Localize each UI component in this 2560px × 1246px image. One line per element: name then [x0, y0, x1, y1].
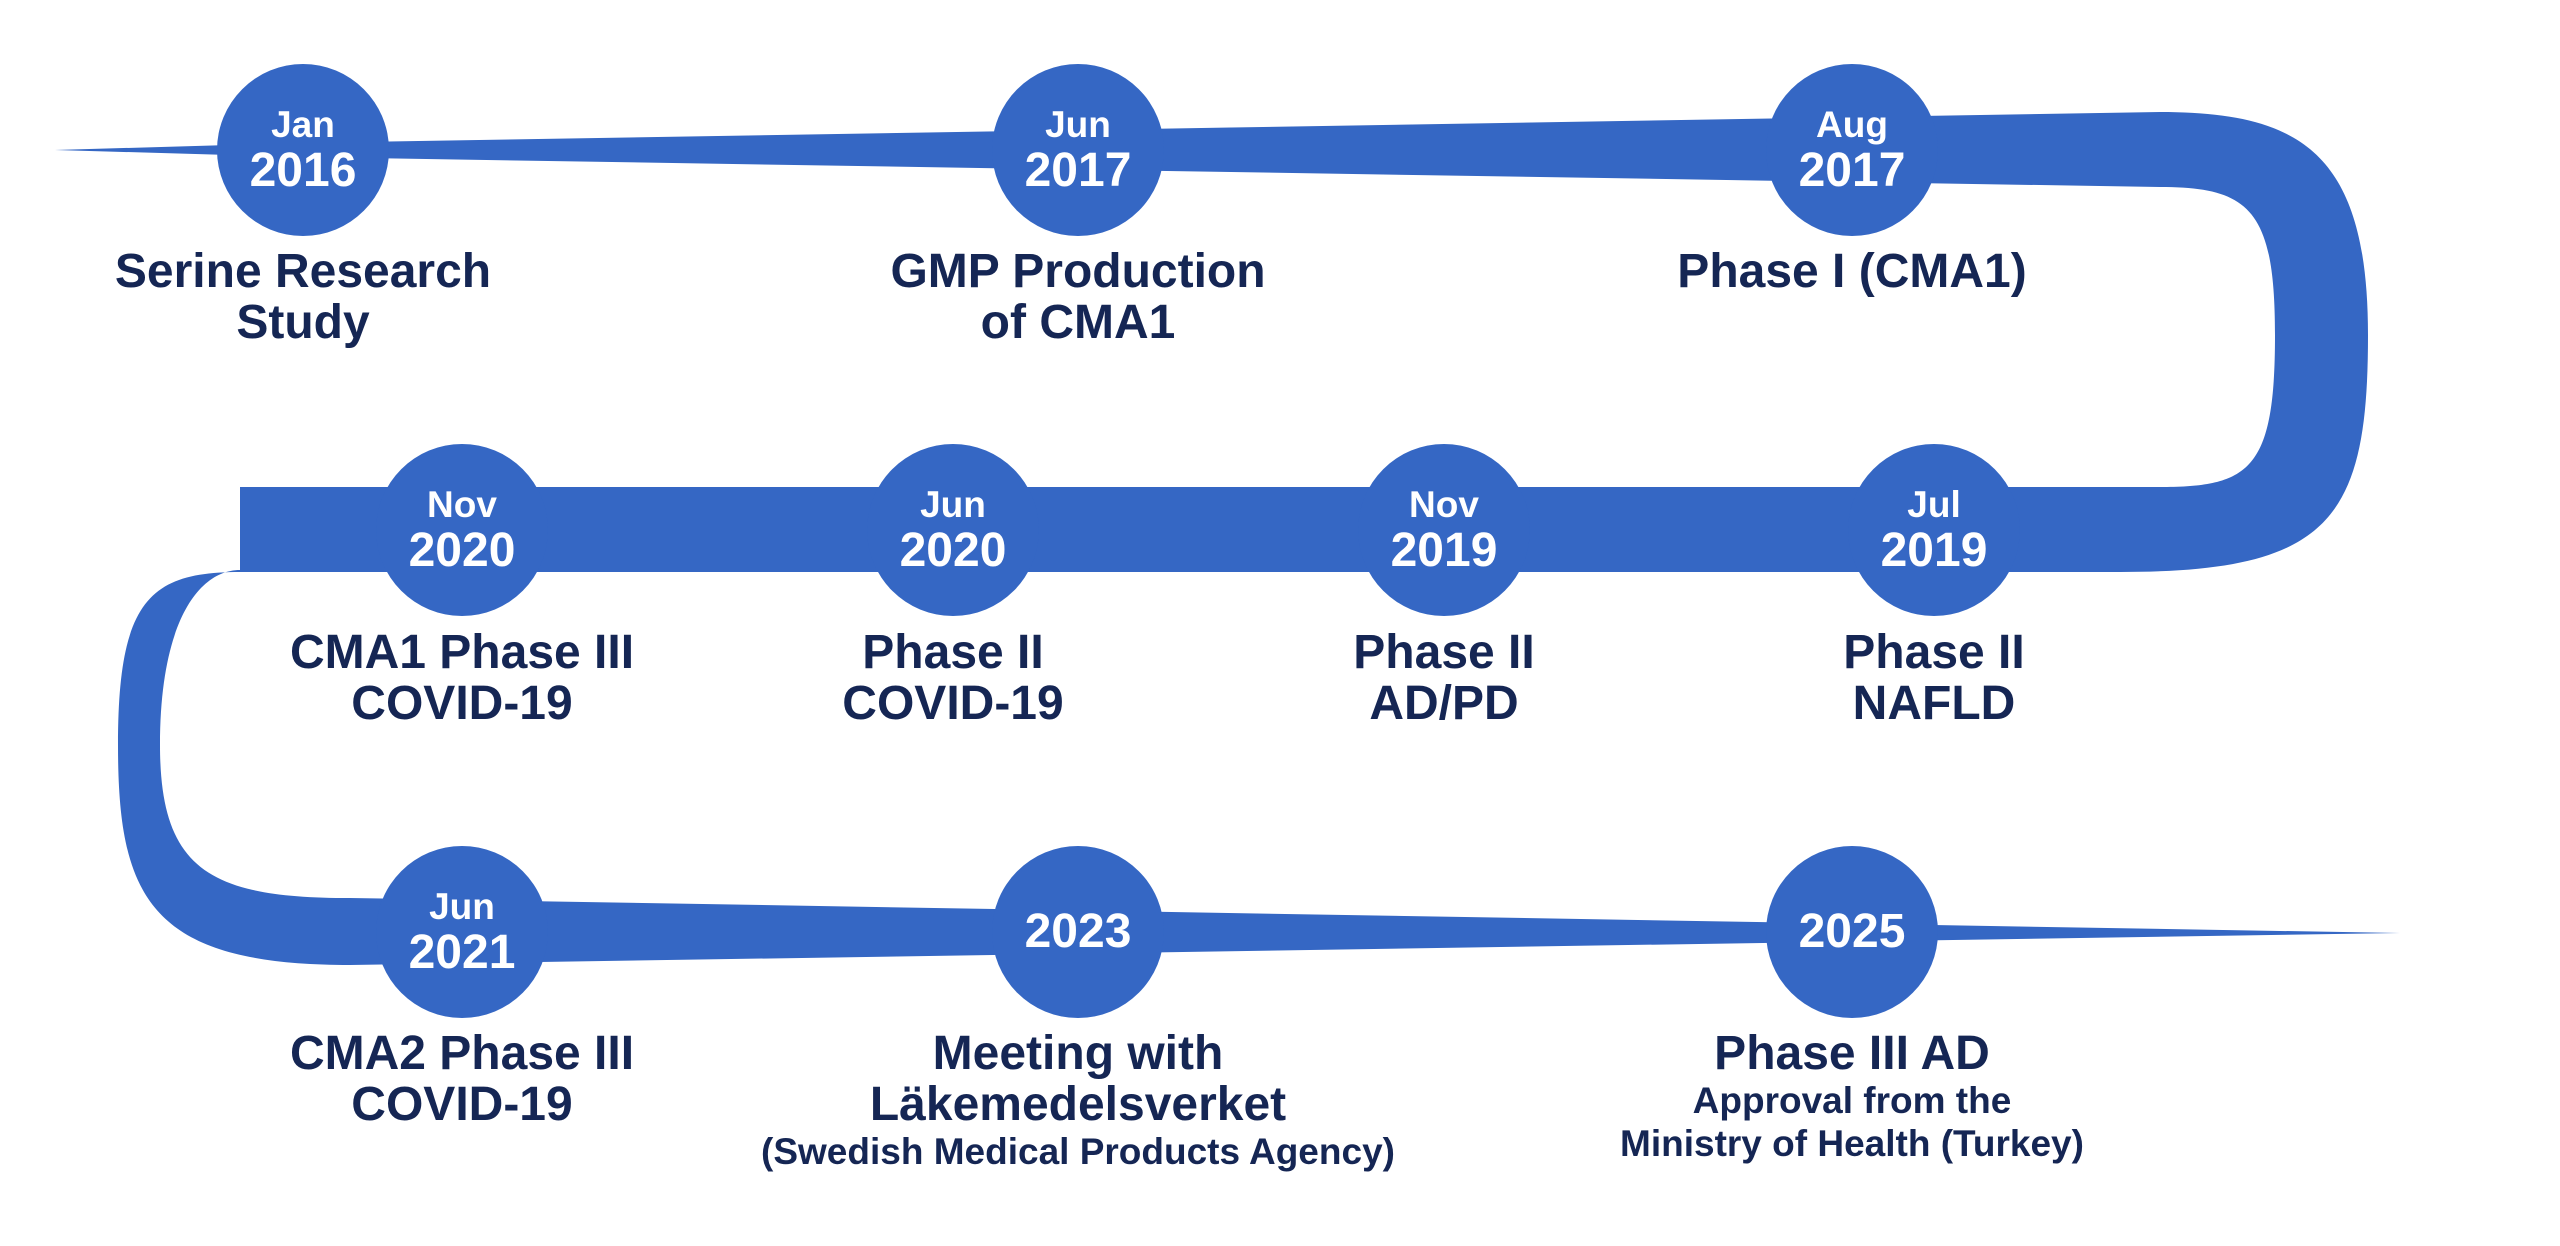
milestone-year: 2020	[408, 523, 516, 577]
milestone-caption-line: CMA1 Phase III	[289, 626, 635, 679]
milestone-year: 2023	[1024, 905, 1132, 958]
milestone-caption-line: Phase II	[862, 626, 1044, 679]
milestone-year: 2025	[1798, 905, 1906, 958]
milestone-month: Aug	[1816, 103, 1888, 145]
milestone-caption-line: Phase III AD	[1714, 1027, 1990, 1080]
milestone-caption-subline: Approval from the	[1692, 1080, 2012, 1121]
milestone-year: 2019	[1880, 523, 1988, 577]
milestone-year: 2017	[1798, 143, 1906, 197]
milestone-caption-line: of CMA1	[980, 296, 1176, 349]
milestone-month: Jun	[429, 885, 495, 927]
milestone-circle-2025: 2025	[1766, 846, 1938, 1018]
milestone-caption-line: COVID-19	[351, 677, 573, 730]
milestone-caption-line: Serine Research	[114, 245, 492, 298]
milestone-caption-aug-2017: Phase I (CMA1)	[1472, 246, 2232, 297]
milestone-caption-line: Phase II	[1353, 626, 1535, 679]
milestone-month: Nov	[1409, 483, 1479, 525]
milestone-year: 2019	[1390, 523, 1498, 577]
milestone-circle-2023: 2023	[992, 846, 1164, 1018]
milestone-year: 2021	[408, 925, 516, 979]
milestone-caption-subline: (Swedish Medical Products Agency)	[761, 1131, 1395, 1172]
milestone-year: 2016	[249, 143, 357, 197]
milestone-caption-line: Study	[236, 296, 370, 349]
milestone-month: Jun	[920, 483, 986, 525]
milestone-month: Jun	[1045, 103, 1111, 145]
milestone-year: 2020	[899, 523, 1007, 577]
milestone-caption-line: Phase I (CMA1)	[1677, 245, 2027, 298]
milestone-caption-line: GMP Production	[890, 245, 1266, 298]
milestone-month: Jul	[1907, 483, 1961, 525]
milestone-caption-subline: Ministry of Health (Turkey)	[1620, 1123, 2084, 1164]
timeline-ribbon	[55, 112, 2400, 965]
milestone-caption-line: COVID-19	[842, 677, 1064, 730]
milestone-caption-line: CMA2 Phase III	[289, 1027, 635, 1080]
milestone-month: Jan	[271, 103, 335, 145]
milestone-caption-line: Meeting with	[932, 1027, 1224, 1080]
milestone-month: Nov	[427, 483, 497, 525]
milestone-caption-line: Läkemedelsverket	[869, 1078, 1287, 1131]
milestone-caption-line: COVID-19	[351, 1078, 573, 1131]
milestone-caption-line: AD/PD	[1369, 677, 1519, 730]
milestone-caption-line: NAFLD	[1852, 677, 2016, 730]
milestone-caption-line: Phase II	[1843, 626, 2025, 679]
milestone-year: 2017	[1024, 143, 1132, 197]
